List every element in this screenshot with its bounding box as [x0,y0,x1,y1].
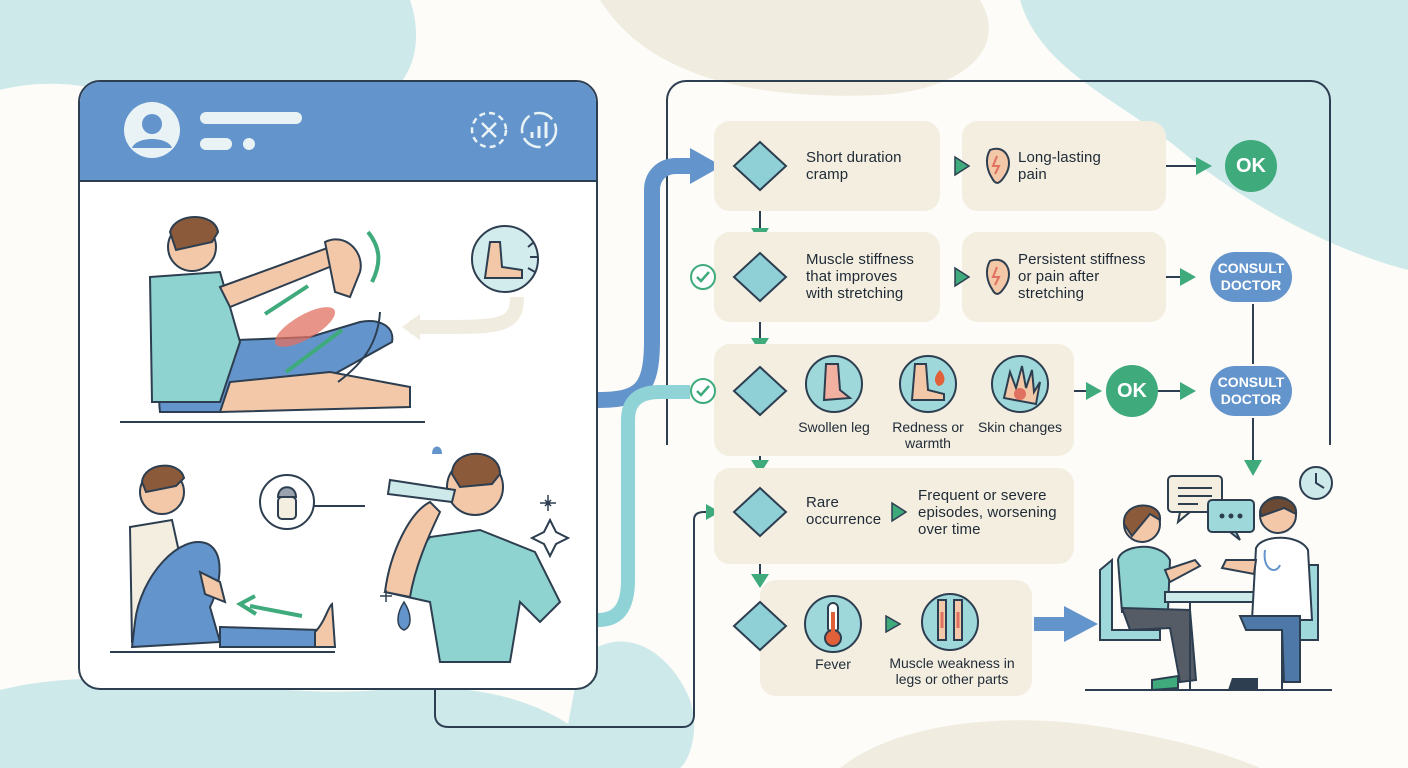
panel-header [80,82,596,182]
ear-pain-icon [985,147,1010,295]
decision-diamond-1 [732,140,788,192]
row1-ok-badge: OK [1225,140,1277,192]
row3-consult-doctor-badge: CONSULT DOCTOR [1210,366,1292,416]
user-avatar-icon [124,102,180,158]
illustration-panel [78,80,598,690]
patient-figure [1099,504,1202,692]
row2-left-label: Muscle stiffness that improves with stre… [806,251,915,302]
exercise-illustrations [110,216,571,663]
row2-consult-doctor-badge: CONSULT DOCTOR [1210,252,1292,302]
row5-card [760,580,1032,696]
symptom-redness-warmth: Redness or warmth [892,419,964,451]
row1-right-label: Long-lasting pain [1018,149,1101,183]
stretching-person-illustration [120,216,425,423]
symptom-muscle-weakness: Muscle weakness in legs or other parts [889,655,1015,687]
swollen-leg-icon [805,355,863,413]
skin-changes-hand-icon [991,355,1049,413]
flowchart-frame [666,80,1331,445]
row3-ok-badge: OK [1106,365,1158,417]
symptom-swollen-leg: Swollen leg [798,419,870,435]
row4-left-label: Rare occurrence [806,494,882,528]
drinking-water-person-illustration [380,446,571,663]
header-icons [124,102,558,158]
decision-diamond-4 [732,486,788,538]
foot-cramp-callout-icon [471,225,539,293]
row2-right-label: Persistent stiffness or pain after stret… [1018,251,1146,302]
decision-diamond-3 [732,365,788,417]
sitting-person-illustration [110,464,337,653]
muscle-weakness-legs-icon [921,593,979,651]
symptom-skin-changes: Skin changes [977,419,1063,435]
doctor-figure [1220,496,1319,690]
close-icon[interactable] [470,111,508,149]
thermometer-icon [804,595,862,653]
clock-icon [1299,466,1333,500]
decision-diamond-2 [732,251,788,303]
redness-foot-icon [899,355,957,413]
chat-bubble-icon [1167,475,1255,541]
salt-shaker-icon [259,474,365,530]
row1-left-label: Short duration cramp [806,149,902,183]
check-icon [690,264,716,404]
chart-icon[interactable] [520,111,558,149]
symptom-fever: Fever [815,656,851,672]
row4-right-label: Frequent or severe episodes, worsening o… [918,487,1057,538]
decision-diamond-5 [732,600,788,652]
